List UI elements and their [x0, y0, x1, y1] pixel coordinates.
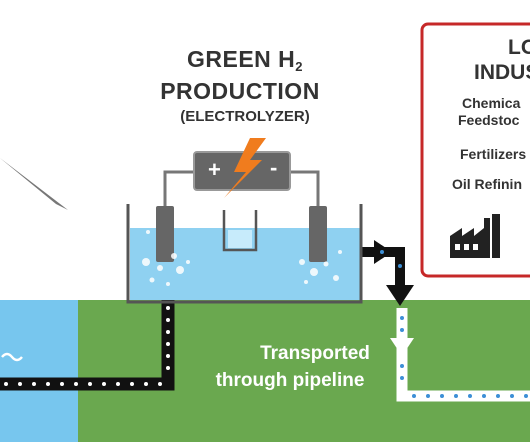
pipeline-label-line1: Transported: [260, 343, 370, 364]
electrode-left: [156, 206, 174, 262]
battery-minus: -: [270, 155, 277, 180]
battery-wires: [163, 170, 320, 208]
flow-down-arrow: [386, 285, 414, 306]
pipeline-flow-dots: [4, 306, 170, 386]
electrode-right: [309, 206, 327, 262]
industry-item: Oil Refinin: [452, 176, 522, 192]
production-title-line2: PRODUCTION: [160, 78, 320, 104]
water-body: [0, 300, 78, 442]
industry-box: [420, 22, 530, 278]
industry-item: Chemica: [462, 95, 521, 111]
white-flow-arrow: [390, 338, 414, 356]
production-subtitle: (ELECTROLYZER): [180, 108, 310, 125]
ground: [0, 300, 530, 442]
white-pipeline: [396, 308, 530, 402]
industry-item: Fertilizers: [460, 146, 527, 162]
membrane: [222, 210, 258, 252]
factory-windows: [455, 244, 478, 250]
white-pipe-dots: [400, 316, 528, 398]
lightning-bolt-icon: [224, 138, 266, 198]
wave-icon: [1, 352, 23, 362]
title-subscript: 2: [295, 59, 304, 74]
production-title-line1: GREEN H2: [150, 46, 340, 74]
tank-walls: [126, 204, 363, 304]
industry-item: Feedstoc: [458, 112, 520, 128]
battery-plus: +: [208, 157, 221, 182]
title-prefix: GREEN H: [186, 46, 296, 72]
gas-bubbles: [142, 230, 342, 286]
turbine-blade: [0, 158, 68, 210]
pipeline-label-line2: through pipeline: [215, 370, 365, 391]
industry-title-line2: INDUS: [474, 61, 530, 84]
industry-title-line1: LO: [508, 36, 530, 59]
membrane-fill: [228, 230, 252, 248]
